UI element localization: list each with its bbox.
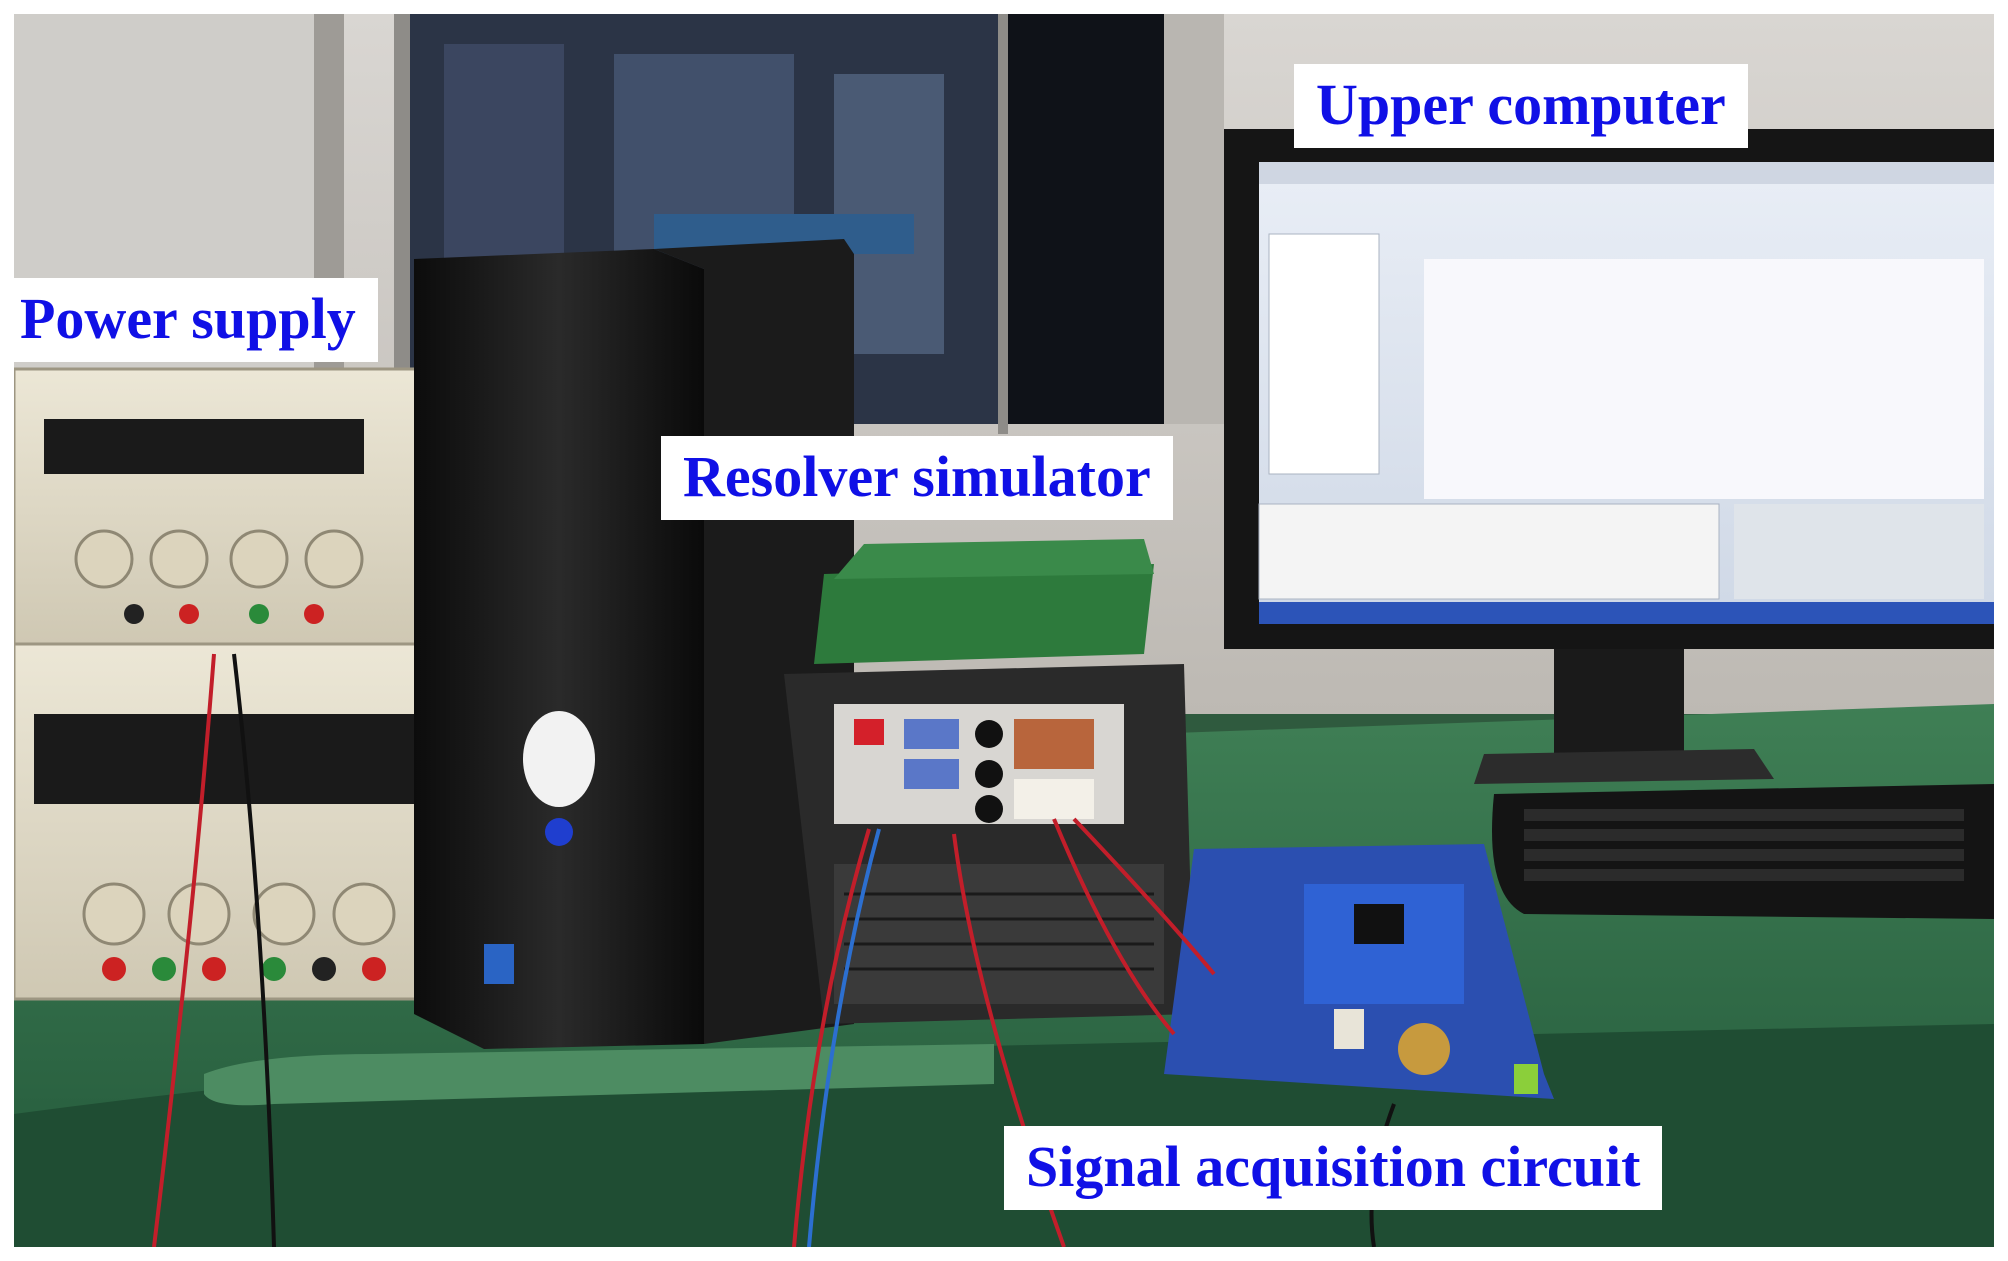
bench-power-supplies	[14, 367, 476, 1001]
dell-desktop-tower	[414, 239, 854, 1049]
resolver-simulator-chassis	[784, 539, 1194, 1024]
label-power-supply: Power supply	[8, 278, 378, 362]
label-signal-acquisition-circuit: Signal acquisition circuit	[1004, 1126, 1663, 1210]
signal-acquisition-pcb	[1164, 844, 1554, 1099]
label-resolver-simulator: Resolver simulator	[661, 436, 1173, 520]
monitor	[1224, 129, 1994, 784]
lab-scene-illustration	[14, 14, 1994, 1247]
lab-photo	[14, 14, 1994, 1247]
label-upper-computer: Upper computer	[1294, 64, 1748, 148]
